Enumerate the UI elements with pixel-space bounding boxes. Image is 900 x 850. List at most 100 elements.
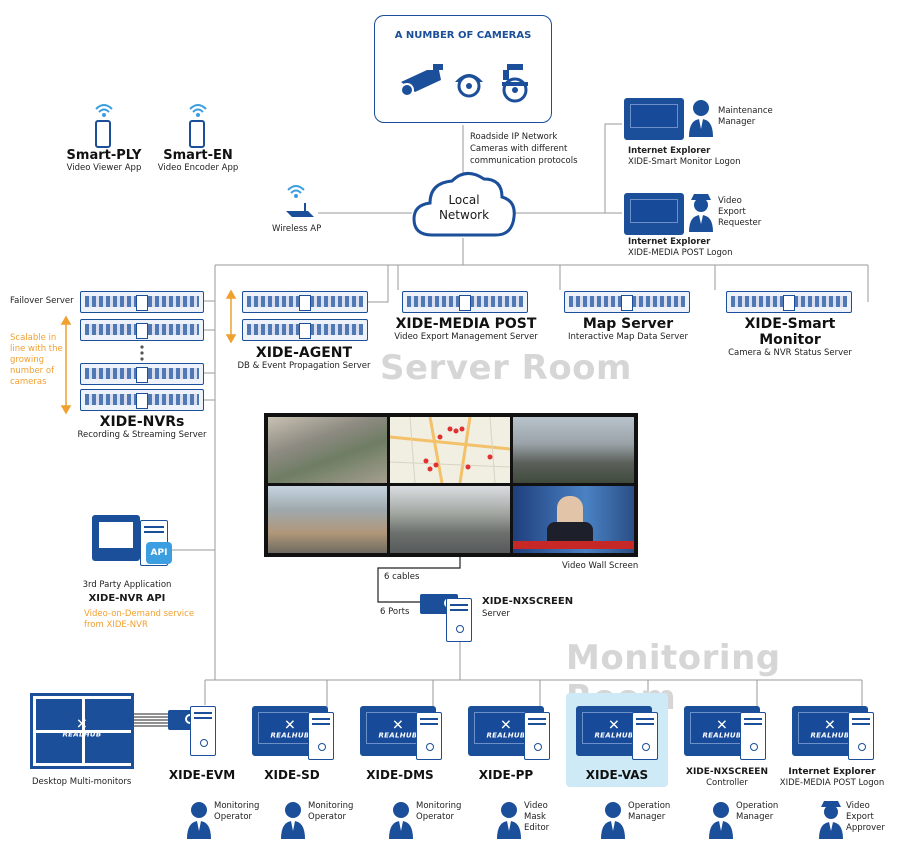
officer-icon bbox=[689, 194, 713, 232]
multi-monitor-icon: ✕REALHUB bbox=[30, 693, 134, 769]
role-evm-line2: Operator bbox=[214, 812, 253, 822]
nvrs-caption: XIDE-NVRs Recording & Streaming Server bbox=[72, 414, 212, 440]
video-tile-news bbox=[513, 486, 634, 553]
role-sd-line1: Monitoring bbox=[308, 801, 354, 811]
api-note-line2: from XIDE-NVR bbox=[84, 620, 148, 630]
api-line1: 3rd Party Application bbox=[82, 580, 172, 590]
role-nxscreen-line2: Manager bbox=[736, 812, 774, 822]
agent-rack bbox=[242, 291, 368, 313]
network-note-line3: communication protocols bbox=[470, 156, 578, 166]
smart-en: Smart-EN Video Encoder App bbox=[156, 148, 240, 173]
person-icon bbox=[601, 802, 625, 839]
video-tile-map bbox=[389, 416, 511, 484]
nxscreen-server-sub: Server bbox=[482, 609, 510, 619]
client-title-evm: XIDE-EVM bbox=[168, 768, 236, 782]
person-icon bbox=[497, 802, 521, 839]
router-icon bbox=[286, 203, 314, 217]
map-server-title: Map Server bbox=[582, 316, 674, 332]
export-requester-role: Video Export Requester bbox=[718, 196, 761, 229]
server-room-label: Server Room bbox=[380, 348, 632, 388]
computer-tower-icon bbox=[848, 712, 874, 760]
video-tile-city bbox=[268, 417, 387, 483]
role-vas-line2: Manager bbox=[628, 812, 666, 822]
map-server-caption: Map Server Interactive Map Data Server bbox=[550, 316, 706, 342]
client-caption-ie: Internet Explorer XIDE-MEDIA POST Logon bbox=[772, 767, 892, 789]
video-wall bbox=[264, 413, 638, 557]
nvr-rack bbox=[80, 319, 204, 341]
api-note-line1: Video-on-Demand service bbox=[84, 609, 195, 619]
export-requester-desc: XIDE-MEDIA POST Logon bbox=[628, 248, 733, 258]
media-post-title: XIDE-MEDIA POST bbox=[395, 316, 537, 332]
wireless-ap-label: Wireless AP bbox=[272, 224, 322, 234]
export-requester-caption: Internet Explorer XIDE-MEDIA POST Logon bbox=[628, 237, 732, 259]
officer-icon bbox=[819, 801, 843, 839]
computer-tower-icon bbox=[190, 706, 216, 756]
cables-label: 6 cables bbox=[384, 572, 420, 582]
api-title: XIDE-NVR API bbox=[88, 593, 166, 604]
export-requester-line3: Requester bbox=[718, 218, 762, 228]
role-ie-line1: Video bbox=[846, 801, 870, 811]
smart-monitor-sub: Camera & NVR Status Server bbox=[728, 348, 852, 358]
nxscreen-server-title: XIDE-NXSCREEN bbox=[482, 596, 574, 607]
maintenance-role: Maintenance Manager bbox=[718, 106, 773, 128]
smart-ply: Smart-PLY Video Viewer App bbox=[62, 148, 146, 173]
nvrs-title: XIDE-NVRs bbox=[99, 414, 185, 430]
computer-tower-icon bbox=[308, 712, 334, 760]
media-post-caption: XIDE-MEDIA POST Video Export Management … bbox=[388, 316, 544, 342]
role-dms-line1: Monitoring bbox=[416, 801, 462, 811]
scalable-line4: number of bbox=[10, 366, 55, 376]
role-vas-line1: Operation bbox=[628, 801, 671, 811]
agent-sub: DB & Event Propagation Server bbox=[237, 361, 371, 371]
scalable-line2: line with the bbox=[10, 344, 63, 354]
client-title-pp: XIDE-PP bbox=[478, 768, 534, 782]
person-icon bbox=[187, 802, 211, 839]
maintenance-caption: Internet Explorer XIDE-Smart Monitor Log… bbox=[628, 146, 741, 168]
camera-icons bbox=[400, 64, 528, 103]
scalable-note: Scalable in line with the growing number… bbox=[10, 333, 63, 388]
role-ie-line2: Export bbox=[846, 812, 874, 822]
maintenance-role-line2: Manager bbox=[718, 117, 756, 127]
agent-rack bbox=[242, 319, 368, 341]
nxscreen-server-caption: XIDE-NXSCREEN Server bbox=[482, 596, 573, 620]
computer-tower-icon bbox=[446, 598, 472, 642]
cloud-icon bbox=[412, 172, 516, 237]
export-requester-line2: Export bbox=[718, 207, 746, 217]
client-title-dms: XIDE-DMS bbox=[366, 768, 434, 782]
media-post-rack bbox=[402, 291, 528, 313]
maintenance-desc: XIDE-Smart Monitor Logon bbox=[628, 157, 741, 167]
ports-label: 6 Ports bbox=[380, 607, 410, 617]
maintenance-role-line1: Maintenance bbox=[718, 106, 773, 116]
network-note-line2: Cameras with different bbox=[470, 144, 568, 154]
api-note: Video-on-Demand service from XIDE-NVR bbox=[84, 609, 194, 631]
client-sub-ie: XIDE-MEDIA POST Logon bbox=[779, 778, 885, 788]
agent-caption: XIDE-AGENT DB & Event Propagation Server bbox=[232, 345, 376, 371]
smart-ply-title: Smart-PLY bbox=[66, 148, 142, 163]
failover-label: Failover Server bbox=[10, 296, 74, 306]
cloud-label: Local Network bbox=[420, 193, 508, 223]
role-ie-line3: Approver bbox=[846, 823, 885, 833]
agent-title: XIDE-AGENT bbox=[255, 345, 353, 361]
smart-en-sub: Video Encoder App bbox=[157, 163, 239, 173]
desktop-label: Desktop Multi-monitors bbox=[32, 777, 132, 787]
role-dms-line2: Operator bbox=[416, 812, 455, 822]
client-caption-nxscreen: XIDE-NXSCREEN Controller bbox=[676, 767, 778, 789]
scalable-line5: cameras bbox=[10, 377, 47, 387]
smart-monitor-rack bbox=[726, 291, 852, 313]
smart-ply-sub: Video Viewer App bbox=[66, 163, 142, 173]
client-title-ie: Internet Explorer bbox=[788, 767, 876, 777]
client-title-vas: XIDE-VAS bbox=[585, 768, 649, 782]
person-icon bbox=[689, 100, 713, 137]
scalable-line3: growing bbox=[10, 355, 44, 365]
map-server-rack bbox=[564, 291, 690, 313]
smart-monitor-title: XIDE-Smart Monitor bbox=[744, 316, 836, 348]
smartphone-icon bbox=[189, 120, 205, 148]
nvr-rack bbox=[80, 389, 204, 411]
realhub-logo: ✕REALHUB bbox=[62, 716, 102, 738]
wifi-icon bbox=[287, 185, 305, 198]
